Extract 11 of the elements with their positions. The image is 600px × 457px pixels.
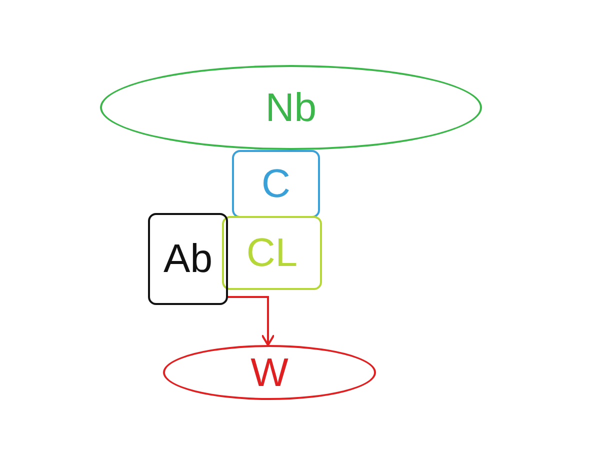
process-box bbox=[222, 216, 322, 290]
arrow bbox=[228, 296, 275, 346]
node-label: Nb bbox=[265, 88, 317, 128]
node-label: C bbox=[262, 164, 290, 204]
process-box bbox=[232, 150, 320, 218]
ellipse-node bbox=[100, 65, 482, 150]
node-label: W bbox=[250, 352, 288, 392]
node-label: Ab bbox=[164, 239, 212, 279]
process-box bbox=[148, 213, 228, 305]
node-label: CL bbox=[246, 233, 298, 273]
ellipse-node bbox=[163, 345, 376, 400]
